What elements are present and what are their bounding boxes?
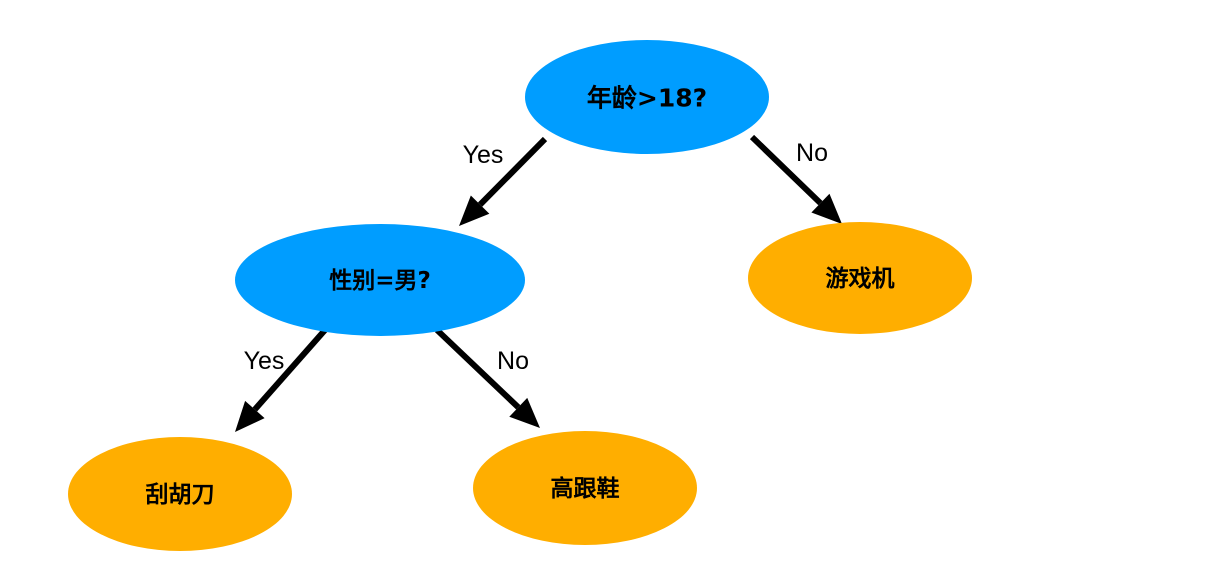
node-heels[interactable]: 高跟鞋 [473, 431, 697, 545]
edge-root-yes[interactable] [459, 136, 548, 226]
edge-label-root-yes: Yes [463, 141, 504, 169]
edge-root-no[interactable] [749, 134, 842, 224]
node-gender[interactable]: 性别=男? [235, 224, 525, 336]
edge-gender-no-line [434, 327, 521, 410]
edge-gender-yes-arrowhead [235, 400, 265, 432]
node-razor[interactable]: 刮胡刀 [68, 437, 292, 551]
node-gender-label: 性别=男? [329, 268, 431, 294]
node-razor-shape [68, 437, 292, 551]
edge-gender-yes[interactable] [235, 328, 328, 432]
node-console[interactable]: 游戏机 [748, 222, 972, 334]
edge-group [235, 134, 842, 432]
node-gender-shape [235, 224, 525, 336]
node-root[interactable]: 年龄>18? [525, 40, 769, 154]
edge-label-gender-no: No [497, 347, 529, 375]
edge-label-group: Yes No Yes No [244, 139, 828, 375]
edge-root-yes-arrowhead [459, 195, 490, 226]
edge-root-no-line [749, 134, 823, 206]
edge-label-root-no: No [796, 139, 828, 167]
edge-root-no-arrowhead [811, 193, 842, 224]
edge-gender-no[interactable] [434, 327, 540, 428]
node-console-shape [748, 222, 972, 334]
node-heels-shape [473, 431, 697, 545]
edge-gender-yes-line [252, 328, 328, 412]
edge-label-gender-yes: Yes [244, 347, 285, 375]
node-razor-label: 刮胡刀 [146, 481, 215, 508]
node-group: 年龄>18? 性别=男? 游戏机 刮胡刀 高跟鞋 [68, 40, 972, 551]
node-heels-label: 高跟鞋 [551, 475, 620, 502]
edge-gender-no-arrowhead [509, 397, 540, 428]
node-root-label: 年龄>18? [587, 84, 707, 113]
edge-root-yes-line [477, 136, 548, 207]
node-root-shape [525, 40, 769, 154]
node-console-label: 游戏机 [826, 265, 895, 292]
